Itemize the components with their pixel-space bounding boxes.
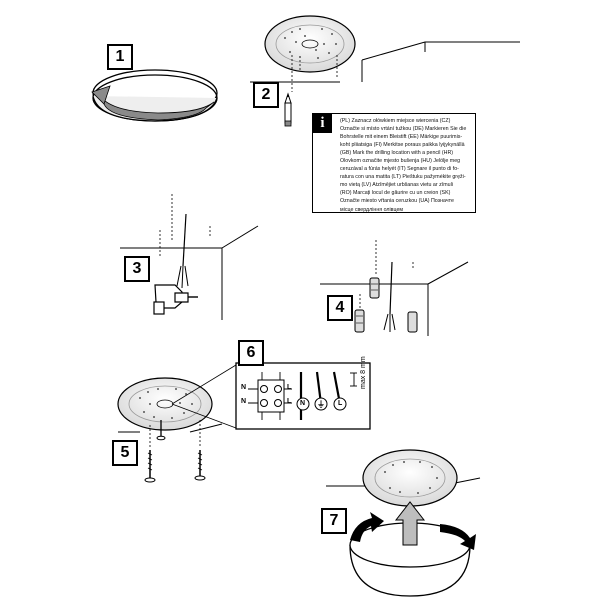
step7-dots bbox=[384, 461, 438, 494]
step-number-2: 2 bbox=[253, 82, 279, 108]
terminal-label-l: L bbox=[338, 400, 343, 407]
terminal-symbols bbox=[296, 397, 347, 411]
rotate-right-arrow-icon bbox=[440, 524, 476, 550]
step5-ceiling-lines bbox=[118, 423, 223, 433]
step4-wire-icon bbox=[383, 261, 396, 332]
step4-marks bbox=[359, 240, 414, 310]
step3-drill-marks bbox=[159, 194, 211, 258]
step2-base-plate bbox=[264, 15, 356, 73]
step3-wire-icon bbox=[176, 213, 189, 289]
info-icon: i bbox=[313, 114, 332, 133]
step5-base-plate bbox=[117, 377, 213, 431]
step5-guide-lines bbox=[149, 420, 201, 448]
dowel-icon bbox=[354, 277, 418, 333]
step5-dots bbox=[139, 388, 193, 419]
wiring-detail-box bbox=[235, 362, 371, 430]
step2-guide-lines bbox=[291, 55, 338, 92]
terminal-label-n: N bbox=[300, 400, 306, 407]
rotate-left-arrow-icon bbox=[350, 512, 384, 542]
callout-lines bbox=[171, 364, 237, 429]
up-arrow-icon bbox=[394, 501, 426, 546]
step-number-1: 1 bbox=[107, 44, 133, 70]
wiring-left-label-1: N bbox=[241, 384, 247, 391]
dimension-marker bbox=[350, 372, 357, 387]
step-number-6: 6 bbox=[238, 340, 264, 366]
terminal-block bbox=[248, 372, 292, 420]
dimension-label: max 8 mm bbox=[360, 356, 367, 389]
wiring-right-label-1: L bbox=[287, 384, 292, 391]
screw-icon bbox=[144, 420, 206, 483]
info-box bbox=[312, 113, 476, 213]
pencil-icon bbox=[284, 92, 292, 127]
terminal-label-ground: ⏚ bbox=[317, 400, 325, 409]
step-number-7: 7 bbox=[321, 508, 347, 534]
step-number-5: 5 bbox=[112, 440, 138, 466]
drill-icon bbox=[153, 284, 198, 315]
wiring-right-label-2: L bbox=[287, 398, 292, 405]
step3-ceiling-lines bbox=[120, 225, 259, 320]
step2-dots bbox=[284, 28, 337, 59]
step7-base-plate bbox=[362, 449, 458, 507]
wiring-left-label-2: N bbox=[241, 398, 247, 405]
step1-rotation-arrow-icon bbox=[91, 85, 215, 121]
drilling-instruction-text: (PL) Zaznacz ołówkiem miejsce wiercenia … bbox=[340, 118, 467, 213]
step-number-3: 3 bbox=[124, 256, 150, 282]
step-number-4: 4 bbox=[327, 295, 353, 321]
